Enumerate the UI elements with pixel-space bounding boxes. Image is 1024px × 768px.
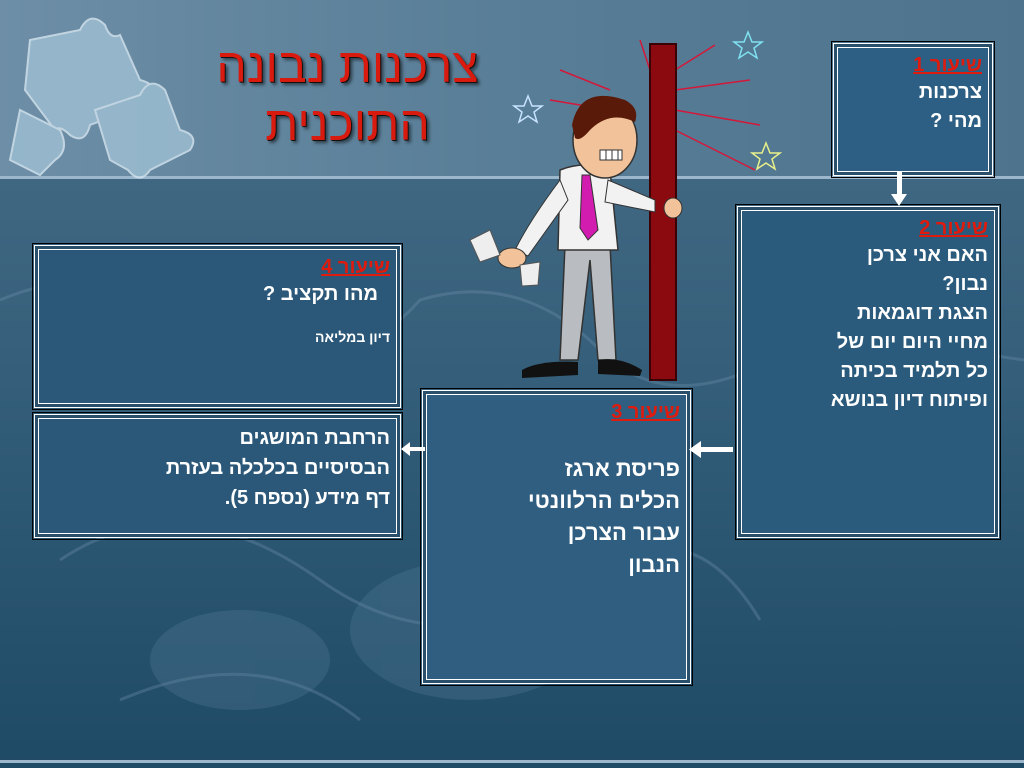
lesson-1-heading: שיעור 1: [913, 54, 982, 76]
lesson-2-line: כל תלמיד בכיתה: [840, 360, 988, 382]
lesson-2-line: ופיתוח דיון בנושא: [830, 389, 988, 411]
band-divider: [0, 176, 1024, 179]
lesson-3-line: פריסת ארגז: [564, 456, 680, 481]
concepts-expansion-box: הרחבת המושגים הבסיסיים בכלכלה בעזרת דף מ…: [32, 412, 403, 540]
concepts-line: דף מידע (נספח 5).: [224, 487, 390, 509]
lesson-1-line-1: צרכנות: [918, 81, 982, 103]
lesson-4-box: שיעור 4 מהו תקציב ? דיון במליאה: [32, 243, 403, 410]
lesson-4-heading: שיעור 4: [321, 256, 390, 278]
lesson-1-line-2: מהי ?: [930, 110, 982, 132]
lesson-3-box: שיעור 3 פריסת ארגז הכלים הרלוונטי עבור ה…: [420, 388, 693, 686]
lesson-4-note: דיון במליאה: [315, 329, 390, 345]
lesson-3-line: עבור הצרכן: [567, 520, 680, 545]
bottom-divider: [0, 760, 1024, 763]
lesson-2-line: הצגת דוגמאות: [857, 302, 988, 324]
lesson-2-heading: שיעור 2: [919, 217, 988, 239]
frustrated-man-illustration-icon: [469, 39, 761, 381]
puzzle-pieces-icon: [8, 17, 195, 179]
lesson-4-line-1: מהו תקציב ?: [262, 283, 378, 305]
lesson-3-line: הנבון: [628, 552, 680, 577]
lesson-2-line: האם אני צרכן: [866, 244, 988, 266]
page-title: צרכנות נבונה התוכנית: [216, 40, 479, 151]
arrow-left-icon: [689, 441, 733, 458]
concepts-line: הבסיסיים בכלכלה בעזרת: [165, 457, 390, 479]
lesson-2-line: מחיי היום יום של: [836, 331, 988, 353]
concepts-line: הרחבת המושגים: [239, 427, 390, 449]
arrow-down-icon: [891, 172, 907, 206]
lesson-3-heading: שיעור 3: [611, 401, 680, 423]
arrow-left-small-icon: [401, 442, 425, 456]
lesson-3-line: הכלים הרלוונטי: [528, 488, 680, 513]
lesson-2-line: נבון?: [942, 273, 988, 295]
lesson-2-box: שיעור 2 האם אני צרכן נבון? הצגת דוגמאות …: [735, 204, 1001, 540]
lesson-1-box: שיעור 1 צרכנות מהי ?: [831, 41, 995, 178]
